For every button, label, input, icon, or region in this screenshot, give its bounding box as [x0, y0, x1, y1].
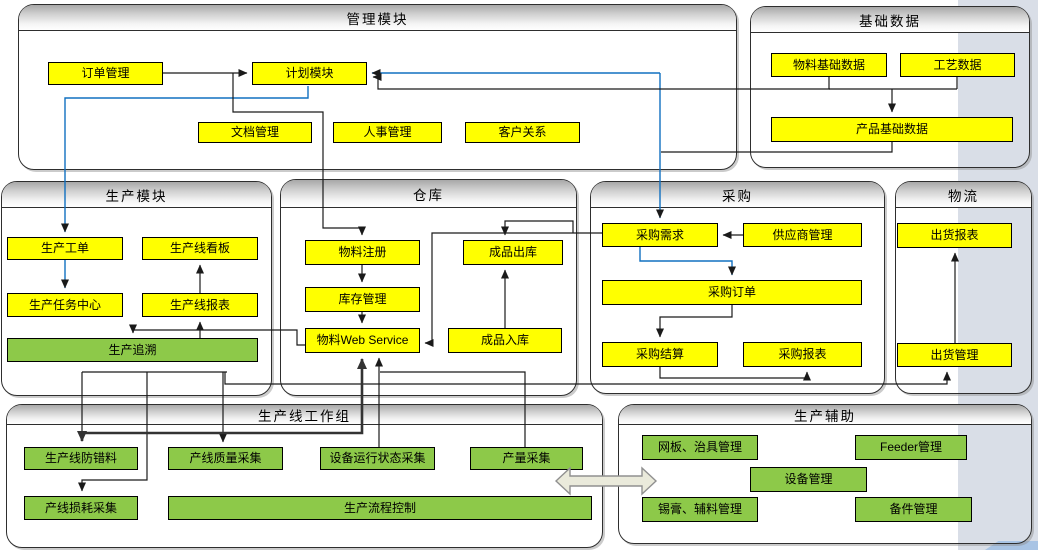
container-production-line-workgroup: 生产线工作组 [6, 404, 603, 548]
container-title-production-line-workgroup: 生产线工作组 [7, 405, 602, 425]
box-line-loss-collection: 产线损耗采集 [24, 496, 138, 520]
box-material-web-service: 物料Web Service [305, 328, 420, 353]
box-process-data: 工艺数据 [900, 53, 1015, 77]
box-material-registration: 物料注册 [305, 240, 420, 265]
container-production-module: 生产模块 [1, 181, 272, 396]
container-production-auxiliary: 生产辅助 [618, 404, 1032, 544]
box-solder-paste-material-management: 锡膏、辅料管理 [642, 497, 758, 522]
box-shipping-management: 出货管理 [897, 343, 1012, 367]
box-customer-relations: 客户关系 [465, 122, 580, 143]
box-purchase-order: 采购订单 [602, 280, 862, 305]
container-title-management-module: 管理模块 [19, 5, 736, 31]
box-production-line-report: 生产线报表 [142, 293, 258, 317]
box-production-process-control: 生产流程控制 [168, 496, 592, 520]
box-purchase-demand: 采购需求 [602, 223, 718, 247]
box-equipment-management: 设备管理 [750, 467, 867, 492]
box-supplier-management: 供应商管理 [743, 223, 862, 247]
container-management-module: 管理模块 [18, 4, 737, 170]
box-order-management: 订单管理 [48, 62, 163, 85]
box-product-base-data: 产品基础数据 [771, 117, 1013, 142]
box-line-quality-collection: 产线质量采集 [168, 447, 283, 470]
box-output-collection: 产量采集 [470, 447, 583, 470]
container-title-production-auxiliary: 生产辅助 [619, 405, 1031, 425]
container-title-warehouse: 仓库 [281, 180, 576, 208]
box-production-line-kanban: 生产线看板 [142, 237, 258, 260]
box-purchase-report: 采购报表 [743, 342, 862, 367]
box-stencil-fixture-management: 网板、治具管理 [642, 435, 758, 460]
box-material-base-data: 物料基础数据 [771, 53, 887, 77]
container-base-data: 基础数据 [750, 6, 1030, 168]
box-spare-parts-management: 备件管理 [855, 497, 972, 522]
box-production-traceability: 生产追溯 [7, 338, 258, 362]
box-line-error-proofing: 生产线防错料 [24, 447, 138, 470]
box-finished-goods-inbound: 成品入库 [448, 328, 562, 353]
background-corner-shape [985, 541, 1038, 550]
background-side-band [958, 0, 1038, 550]
box-finished-goods-outbound: 成品出库 [463, 240, 563, 265]
container-title-production-module: 生产模块 [2, 182, 271, 208]
container-title-base-data: 基础数据 [751, 7, 1029, 33]
box-document-management: 文档管理 [198, 122, 312, 143]
box-equipment-status-collection: 设备运行状态采集 [320, 447, 435, 470]
container-procurement: 采购 [590, 181, 885, 394]
container-title-procurement: 采购 [591, 182, 884, 208]
box-production-work-order: 生产工单 [7, 237, 123, 260]
box-feeder-management: Feeder管理 [855, 435, 967, 460]
box-shipping-report: 出货报表 [897, 223, 1012, 248]
box-planning-module: 计划模块 [252, 62, 367, 85]
box-production-task-center: 生产任务中心 [7, 293, 123, 317]
container-logistics: 物流 [895, 181, 1032, 394]
box-hr-management: 人事管理 [333, 122, 442, 143]
box-inventory-management: 库存管理 [305, 287, 420, 312]
container-title-logistics: 物流 [896, 182, 1031, 208]
box-purchase-settlement: 采购结算 [602, 342, 718, 367]
